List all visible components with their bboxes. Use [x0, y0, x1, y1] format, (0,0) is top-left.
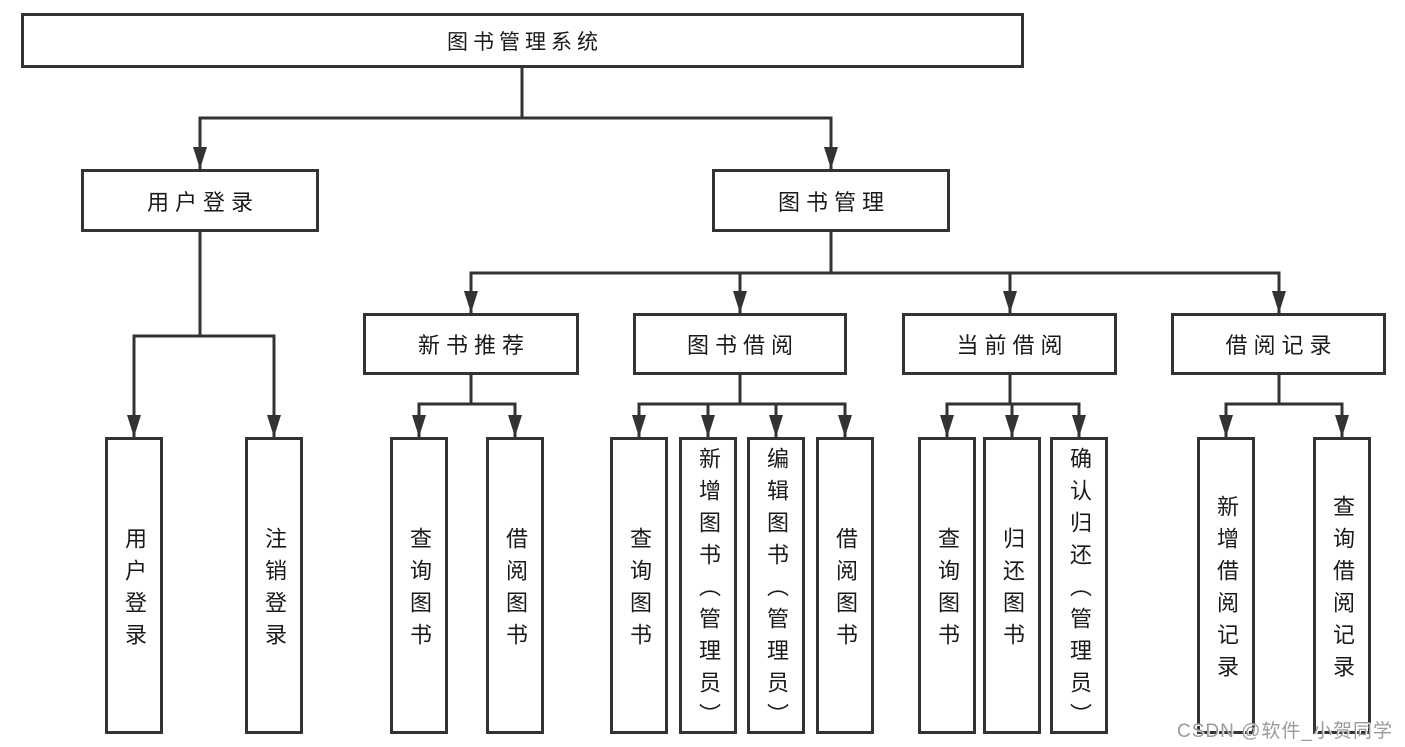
- leaf-add-borrow-record: 新增借阅记录: [1197, 437, 1255, 734]
- leaf-query-books-recommend: 查询图书: [390, 437, 448, 734]
- connector-bookborrow-children: [637, 375, 847, 437]
- node-book-borrowing: 图书借阅: [633, 313, 847, 375]
- leaf-query-borrow-record-label: 查询借阅记录: [1330, 494, 1355, 687]
- leaf-borrow-books-recommend-label: 借阅图书: [503, 526, 528, 655]
- arrowhead-icon: [769, 415, 783, 437]
- node-user-login: 用户登录: [81, 169, 319, 232]
- arrowhead-icon: [838, 415, 852, 437]
- leaf-edit-book-admin-label: 编辑图书（管理员）: [764, 446, 789, 735]
- arrowhead-icon: [267, 415, 281, 437]
- arrowhead-icon: [1005, 415, 1019, 437]
- leaf-user-login-label: 用户登录: [122, 526, 147, 655]
- leaf-add-borrow-record-label: 新增借阅记录: [1214, 494, 1239, 687]
- leaf-edit-book-admin: 编辑图书（管理员）: [747, 437, 805, 735]
- arrowhead-icon: [1072, 415, 1086, 437]
- node-borrow-records: 借阅记录: [1171, 313, 1386, 375]
- leaf-confirm-return-admin-label: 确认归还（管理员）: [1067, 446, 1092, 735]
- node-new-book-recommend: 新书推荐: [363, 313, 579, 375]
- connector-userlogin-children: [132, 232, 276, 437]
- arrowhead-icon: [940, 415, 954, 437]
- leaf-add-book-admin-label: 新增图书（管理员）: [696, 446, 721, 735]
- leaf-add-book-admin: 新增图书（管理员）: [679, 437, 737, 735]
- node-current-borrowing: 当前借阅: [902, 313, 1117, 375]
- leaf-confirm-return-admin: 确认归还（管理员）: [1050, 437, 1108, 735]
- leaf-logout: 注销登录: [245, 437, 303, 734]
- arrowhead-icon: [412, 415, 426, 437]
- arrowhead-icon: [1219, 415, 1233, 437]
- connector-records-children: [1224, 375, 1344, 437]
- leaf-query-books-borrowing: 查询图书: [610, 437, 668, 734]
- node-book-borrowing-label: 图书借阅: [686, 333, 799, 358]
- arrowhead-icon: [1003, 291, 1017, 313]
- arrowheads: [127, 147, 1349, 437]
- node-book-management: 图书管理: [712, 169, 950, 232]
- node-library-system-label: 图书管理系统: [447, 30, 603, 54]
- leaf-user-login: 用户登录: [105, 437, 163, 734]
- arrowhead-icon: [464, 291, 478, 313]
- node-library-system: 图书管理系统: [21, 13, 1024, 68]
- leaf-return-book-label: 归还图书: [1000, 526, 1025, 655]
- leaf-query-books-current: 查询图书: [918, 437, 976, 734]
- node-new-book-recommend-label: 新书推荐: [417, 333, 530, 358]
- node-current-borrowing-label: 当前借阅: [956, 333, 1069, 358]
- leaf-logout-label: 注销登录: [262, 526, 287, 655]
- arrowhead-icon: [1335, 415, 1349, 437]
- leaf-borrow-books-recommend: 借阅图书: [486, 437, 544, 734]
- arrowhead-icon: [127, 415, 141, 437]
- arrowhead-icon: [508, 415, 522, 437]
- leaf-borrow-books-label: 借阅图书: [833, 526, 858, 655]
- arrowhead-icon: [193, 147, 207, 169]
- connector-bookmgmt-children: [469, 232, 1281, 313]
- leaf-query-borrow-record: 查询借阅记录: [1313, 437, 1371, 734]
- node-user-login-label: 用户登录: [146, 189, 259, 215]
- leaf-query-books-borrowing-label: 查询图书: [627, 526, 652, 655]
- arrowhead-icon: [632, 415, 646, 437]
- watermark: CSDN @软件_小贺同学: [1177, 721, 1393, 742]
- leaf-return-book: 归还图书: [983, 437, 1041, 734]
- leaf-borrow-books: 借阅图书: [816, 437, 874, 734]
- arrowhead-icon: [701, 415, 715, 437]
- leaf-query-books-current-label: 查询图书: [935, 526, 960, 655]
- leaf-query-books-recommend-label: 查询图书: [407, 526, 432, 655]
- connector-root-to-level2: [198, 68, 833, 169]
- connector-newbook-children: [417, 375, 517, 437]
- arrowhead-icon: [1272, 291, 1286, 313]
- node-borrow-records-label: 借阅记录: [1225, 333, 1338, 358]
- arrowhead-icon: [824, 147, 838, 169]
- node-book-management-label: 图书管理: [777, 189, 890, 215]
- arrowhead-icon: [733, 291, 747, 313]
